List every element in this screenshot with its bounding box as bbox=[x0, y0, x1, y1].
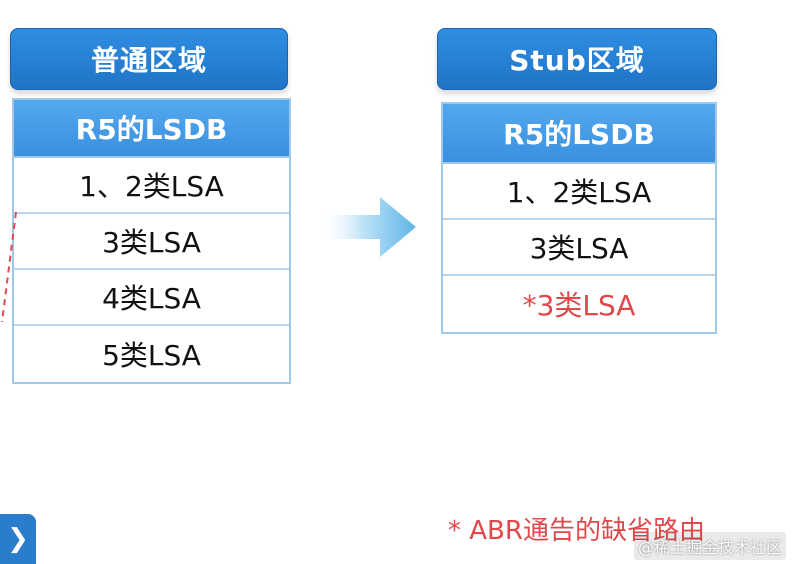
source-watermark: @稀土掘金技术社区 bbox=[633, 532, 786, 560]
normal-area-lsa-row-label: 4类LSA bbox=[102, 282, 201, 315]
normal-area-lsa-row-label: 1、2类LSA bbox=[79, 170, 224, 203]
stub-area-header: Stub区域 bbox=[437, 28, 717, 90]
normal-area-lsa-row-label: 3类LSA bbox=[102, 226, 201, 259]
normal-area-title: 普通区域 bbox=[90, 44, 207, 77]
normal-area-lsdb-table: R5的LSDB 1、2类LSA 3类LSA 4类LSA 5类LSA bbox=[12, 98, 291, 384]
stub-area-title: Stub区域 bbox=[509, 44, 645, 77]
normal-area-lsa-row: 4类LSA bbox=[14, 270, 289, 326]
normal-area-lsa-row: 5类LSA bbox=[14, 326, 289, 382]
stub-area-lsdb-table: R5的LSDB 1、2类LSA 3类LSA *3类LSA bbox=[441, 102, 717, 334]
normal-area-lsdb-header-label: R5的LSDB bbox=[75, 113, 228, 146]
stub-area-lsa-row-label: 3类LSA bbox=[529, 232, 629, 265]
stub-area-lsdb-header: R5的LSDB bbox=[443, 104, 715, 164]
stub-area-lsa-row: 1、2类LSA bbox=[443, 164, 715, 220]
stub-area-lsdb-header-label: R5的LSDB bbox=[503, 118, 655, 151]
stub-area-lsa-row-label: *3类LSA bbox=[522, 289, 636, 322]
chevron-right-icon: ❯ bbox=[7, 524, 29, 554]
default-route-footnote: * ABR通告的缺省路由 bbox=[448, 516, 705, 546]
transition-arrow-icon bbox=[318, 197, 416, 257]
normal-area-lsa-row: 3类LSA bbox=[14, 214, 289, 270]
next-slide-button[interactable]: ❯ bbox=[0, 514, 36, 564]
stub-area-lsa-row-label: 1、2类LSA bbox=[506, 176, 652, 209]
normal-area-lsa-row: 1、2类LSA bbox=[14, 158, 289, 214]
stub-area-lsa-row: 3类LSA bbox=[443, 220, 715, 276]
normal-area-lsa-row-label: 5类LSA bbox=[102, 339, 201, 372]
normal-area-lsdb-header: R5的LSDB bbox=[14, 100, 289, 158]
dashed-connector-line bbox=[1, 212, 17, 322]
normal-area-header: 普通区域 bbox=[10, 28, 288, 90]
stub-area-default-route-row: *3类LSA bbox=[443, 276, 715, 332]
